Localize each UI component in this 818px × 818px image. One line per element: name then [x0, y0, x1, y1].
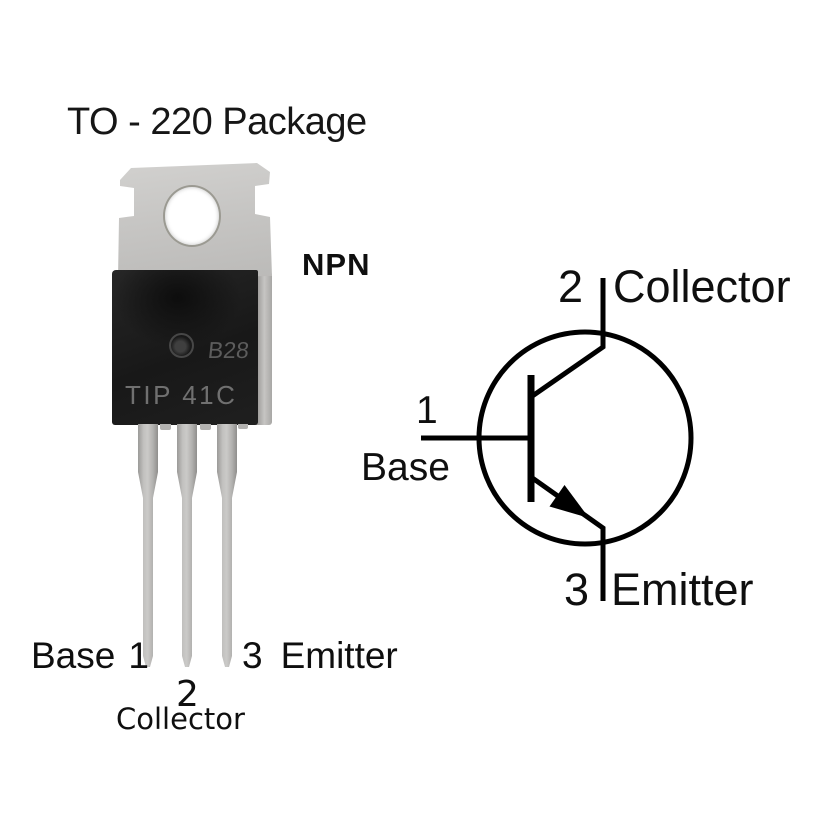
schematic-base-number: 1	[416, 389, 438, 432]
manufacturer-logo-icon	[169, 333, 194, 358]
schematic-emitter-name: Emitter	[611, 564, 754, 615]
package-side-edge	[255, 272, 272, 425]
pin1-name: Base	[31, 635, 116, 676]
pin-leg-2-collector	[177, 424, 197, 667]
collector-lead	[529, 278, 606, 400]
pin-leg-3-emitter	[217, 424, 237, 667]
pin3-label: 3 Emitter	[242, 637, 398, 674]
mold-stub	[238, 424, 248, 429]
pin3-name: Emitter	[280, 635, 398, 676]
page-title: TO - 220 Package	[67, 101, 367, 143]
mold-stub	[160, 424, 171, 430]
pin2-number: 2	[176, 674, 199, 715]
pin2-name: Collector	[116, 702, 245, 736]
schematic-emitter-number: 3	[564, 564, 590, 615]
pin-leg-1-base	[138, 424, 158, 667]
emitter-lead	[529, 474, 606, 601]
pin1-number: 1	[128, 635, 149, 676]
schematic-collector-name: Collector	[613, 261, 791, 312]
mounting-hole	[163, 185, 221, 247]
schematic-base-name: Base	[361, 446, 450, 489]
part-number: TIP 41C	[125, 380, 238, 410]
pin3-number: 3	[242, 635, 263, 676]
pin1-label: Base 1	[31, 637, 149, 674]
emitter-arrow-icon	[549, 485, 589, 518]
mold-stub	[200, 424, 211, 430]
npn-symbol-schematic	[421, 278, 694, 601]
polarity-label: NPN	[302, 247, 371, 282]
marking-code: B28	[206, 337, 251, 363]
schematic-collector-number: 2	[558, 261, 584, 312]
